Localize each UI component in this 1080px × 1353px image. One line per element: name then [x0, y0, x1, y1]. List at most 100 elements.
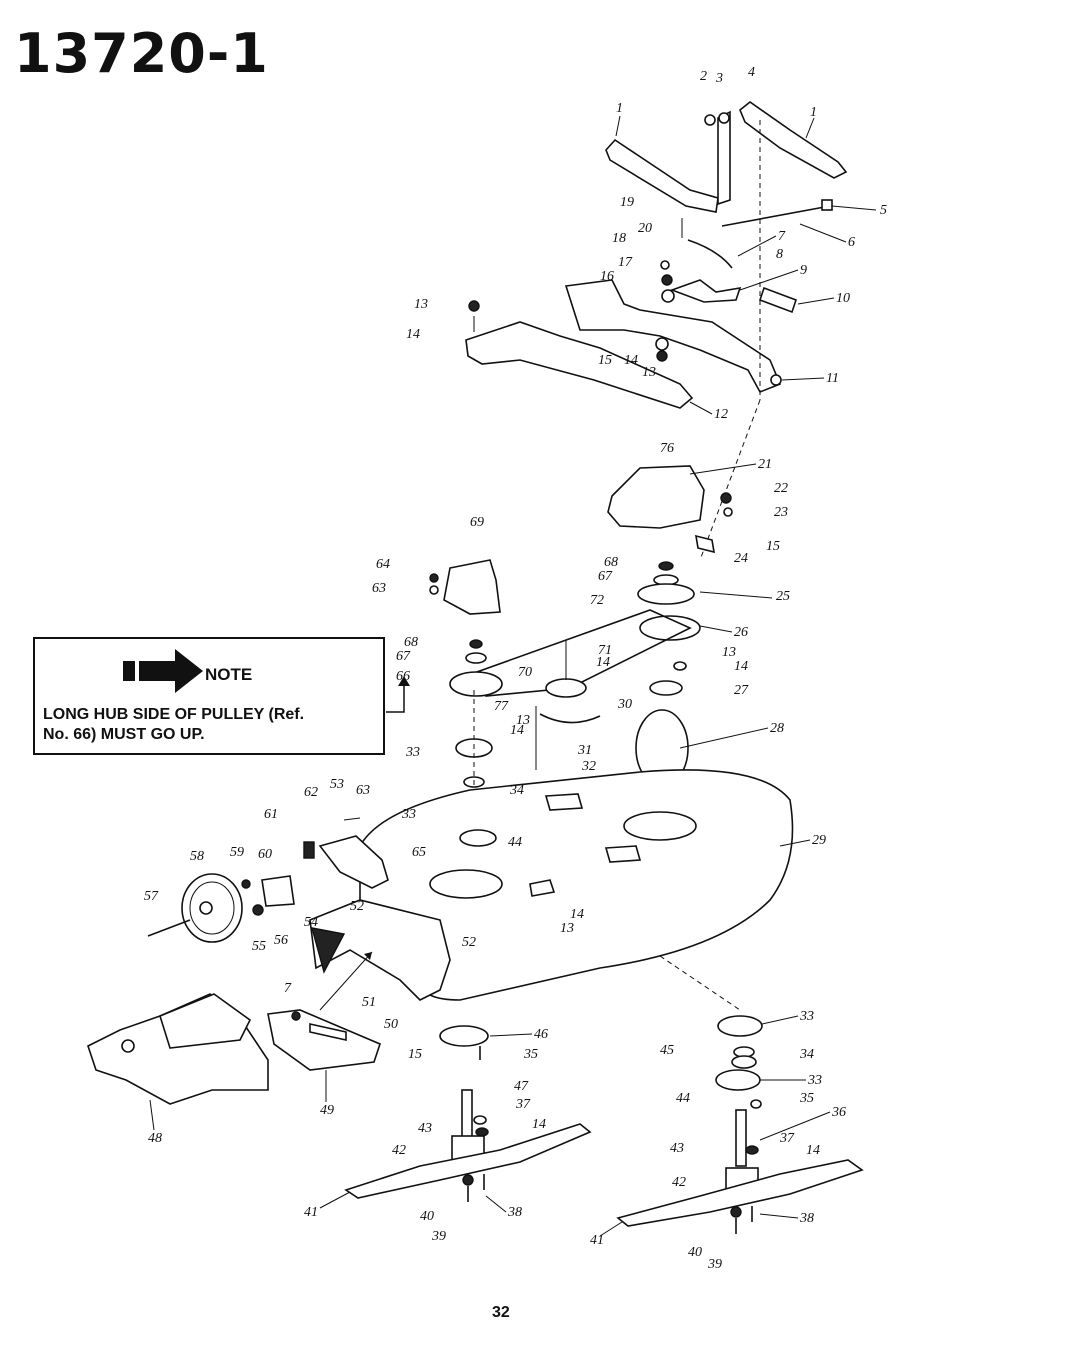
callout-number: 3 [715, 71, 723, 86]
callout-number: 26 [734, 625, 748, 640]
callout-number: 7 [778, 229, 786, 244]
pulley-guard [443, 559, 501, 615]
guard-bracket [695, 534, 715, 554]
callout-number: 31 [577, 743, 592, 758]
callout-number: 58 [190, 849, 204, 864]
callout-number: 35 [799, 1091, 814, 1106]
callout-number: 59 [230, 845, 244, 860]
rod-end [821, 199, 833, 211]
handle-61 [303, 841, 315, 859]
callout-number: 14 [406, 327, 420, 342]
pulley-66 [449, 671, 503, 697]
callout-number: 72 [590, 593, 604, 608]
callout-number: 64 [376, 557, 390, 572]
bolt-57 [147, 919, 191, 937]
callout-number: 5 [880, 203, 887, 218]
callout-number: 38 [799, 1211, 814, 1226]
callout-number: 13 [414, 297, 428, 312]
callout-number: 40 [420, 1209, 434, 1224]
callout-number: 15 [408, 1047, 422, 1062]
spindle-shaft [735, 1109, 747, 1167]
callout-number: 17 [618, 255, 633, 270]
callout-number: 55 [252, 939, 266, 954]
callout-number: 4 [748, 65, 755, 80]
washer [704, 114, 716, 126]
callout-number: 25 [776, 589, 790, 604]
front-hanger-bracket [564, 279, 782, 394]
left-spindle-blade [344, 1025, 592, 1202]
callout-number: 13 [642, 365, 656, 380]
callout-number: 68 [404, 635, 418, 650]
callout-number: 52 [350, 899, 364, 914]
callout-number: 42 [672, 1175, 686, 1190]
bracket [758, 286, 798, 314]
callout-number: 1 [616, 101, 623, 116]
hinge-bracket-49 [267, 1009, 381, 1071]
pulley-70 [545, 678, 587, 698]
callout-number: 44 [676, 1091, 690, 1106]
spring-30 [539, 713, 601, 724]
callout-number: 39 [431, 1229, 446, 1244]
callout-number: 14 [510, 723, 524, 738]
callout-number: 38 [507, 1205, 522, 1220]
callout-number: 46 [534, 1027, 548, 1042]
callout-number: 63 [372, 581, 386, 596]
callout-number: 13 [516, 713, 530, 728]
callout-number: 14 [570, 907, 584, 922]
note-text-line-1: LONG HUB SIDE OF PULLEY (Ref. [43, 706, 305, 723]
spring-51 [309, 1023, 347, 1041]
lift-linkage-assembly [465, 101, 848, 561]
callout-number: 50 [384, 1017, 398, 1032]
callout-number: 40 [688, 1245, 702, 1260]
callout-number: 34 [799, 1047, 814, 1062]
callout-number: 1 [810, 105, 817, 120]
lift-rod [721, 205, 831, 227]
page-number: 32 [492, 1304, 510, 1321]
lift-lever [669, 279, 742, 303]
lift-link [717, 110, 731, 206]
callout-number: 54 [304, 915, 318, 930]
callout-number: 14 [596, 655, 610, 670]
callout-number: 22 [774, 481, 788, 496]
belt-guard [607, 465, 705, 529]
washer-46 [439, 1025, 489, 1047]
callout-number: 33 [799, 1009, 814, 1024]
callout-number: 51 [362, 995, 376, 1010]
blade-41-left [344, 1123, 592, 1199]
lift-arm-left [605, 138, 719, 213]
callout-number: 13 [722, 645, 736, 660]
callout-number: 2 [700, 69, 707, 84]
callout-number: 69 [470, 515, 484, 530]
callout-number: 37 [515, 1097, 531, 1112]
callout-number: 23 [774, 505, 788, 520]
callout-number: 10 [836, 291, 850, 306]
callout-number: 52 [462, 935, 476, 950]
bracket-60 [261, 875, 295, 907]
callout-number: 61 [264, 807, 278, 822]
callout-number: 33 [405, 745, 420, 760]
callout-number: 41 [590, 1233, 604, 1248]
callout-number: 21 [758, 457, 772, 472]
callout-number: 14 [806, 1143, 820, 1158]
callout-number: 27 [734, 683, 749, 698]
discharge-assembly [87, 951, 381, 1105]
callout-number: 16 [600, 269, 614, 284]
callout-number: 41 [304, 1205, 318, 1220]
blade-41-right [616, 1159, 864, 1227]
callout-labels: 1 2 3 4 1 19 5 6 20 7 18 8 17 9 16 10 13… [144, 65, 887, 1272]
callout-number: 48 [148, 1131, 162, 1146]
callout-number: 11 [826, 371, 839, 386]
deflector-54 [311, 927, 346, 974]
callout-number: 19 [620, 195, 634, 210]
note-arrow-icon [123, 649, 203, 693]
callout-number: 20 [638, 221, 652, 236]
callout-number: 77 [494, 699, 509, 714]
callout-number: 42 [392, 1143, 406, 1158]
discharge-chute-mount [309, 899, 451, 1001]
callout-number: 68 [604, 555, 618, 570]
note-pointer-arrow-icon [386, 676, 410, 713]
note-text-line-2: No. 66) MUST GO UP. [43, 726, 205, 743]
deck-bracket-62 [318, 835, 389, 889]
callout-number: 45 [660, 1043, 674, 1058]
